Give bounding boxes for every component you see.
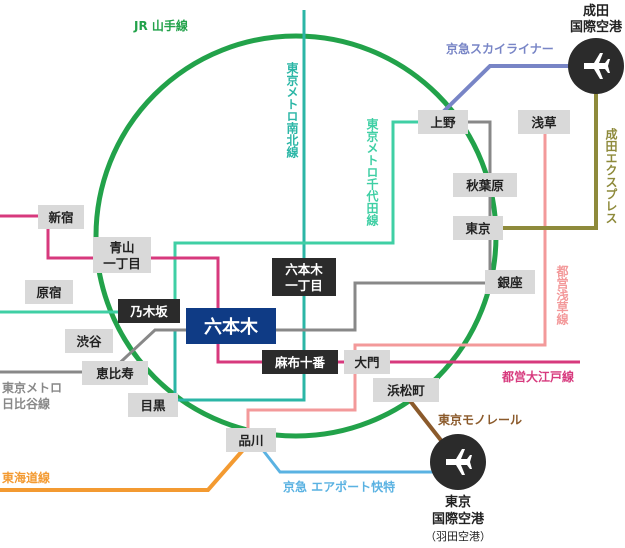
station-hamamatsucho[interactable]: 浜松町 <box>373 378 439 402</box>
station-shinjuku-label: 新宿 <box>48 210 73 225</box>
asakusa-line <box>246 120 547 440</box>
station-asakusa[interactable]: 浅草 <box>518 110 570 134</box>
station-meguro-label: 目黒 <box>140 398 166 413</box>
airplane-icon <box>584 53 610 79</box>
station-daimon-label: 大門 <box>354 355 379 370</box>
station-roppongi[interactable]: 六本木 <box>186 308 276 344</box>
haneda-label-1: 東京 <box>445 494 471 510</box>
station-akihabara-label: 秋葉原 <box>466 178 504 193</box>
station-aoyama-itchome[interactable]: 青山 一丁目 <box>93 237 151 273</box>
station-azabu-juban[interactable]: 麻布十番 <box>262 350 338 374</box>
station-roppongi-itchome-label-1: 六本木 <box>285 262 323 277</box>
skyliner-line <box>438 64 596 117</box>
station-nogizaka[interactable]: 乃木坂 <box>118 299 180 323</box>
station-daimon[interactable]: 大門 <box>344 350 390 374</box>
monorail-label: 東京モノレール <box>438 412 522 427</box>
station-ginza[interactable]: 銀座 <box>485 270 535 294</box>
narita-label-2: 国際空港 <box>570 19 623 35</box>
keikyu-line <box>253 439 440 474</box>
station-shinjuku[interactable]: 新宿 <box>38 205 84 229</box>
tokaido-label: 東海道線 <box>2 470 50 485</box>
station-ueno[interactable]: 上野 <box>418 110 468 134</box>
chiyoda-line <box>0 120 430 314</box>
station-azabu-juban-label: 麻布十番 <box>274 355 326 370</box>
station-nogizaka-label: 乃木坂 <box>129 304 168 319</box>
asakusa-label: 都営浅草線 <box>555 264 569 326</box>
station-asakusa-label: 浅草 <box>531 115 557 130</box>
tokaido-line <box>0 440 252 492</box>
station-shinagawa-label: 品川 <box>238 433 263 448</box>
station-ginza-label: 銀座 <box>496 275 523 290</box>
station-akihabara[interactable]: 秋葉原 <box>453 173 517 197</box>
station-ebisu-label: 恵比寿 <box>96 366 134 381</box>
station-tokyo[interactable]: 東京 <box>453 216 503 240</box>
station-aoyama-label-1: 青山 <box>109 240 134 255</box>
station-tokyo-label: 東京 <box>465 221 491 236</box>
hibiya-label-2: 日比谷線 <box>2 396 50 411</box>
haneda-label-2: 国際空港 <box>432 511 485 527</box>
chiyoda-label: 東京メトロ千代田線 <box>365 117 379 227</box>
station-shibuya-label: 渋谷 <box>76 334 102 349</box>
haneda-label-3: （羽田空港） <box>425 529 491 543</box>
yamanote-label: JR 山手線 <box>133 18 188 33</box>
keikyu-label: 京急 エアポート快特 <box>283 479 395 494</box>
station-harajuku[interactable]: 原宿 <box>25 280 73 304</box>
skyliner-label: 京急スカイライナー <box>446 41 554 56</box>
station-shibuya[interactable]: 渋谷 <box>65 329 113 353</box>
station-aoyama-label-2: 一丁目 <box>103 256 141 271</box>
station-harajuku-label: 原宿 <box>36 285 61 300</box>
narita-airport[interactable]: 成田 国際空港 <box>568 3 624 94</box>
namboku-label: 東京メトロ南北線 <box>285 61 299 159</box>
haneda-airport[interactable]: 東京 国際空港 （羽田空港） <box>425 434 491 543</box>
airplane-icon <box>446 449 472 475</box>
station-roppongi-itchome-label-2: 一丁目 <box>285 278 323 293</box>
station-shinagawa[interactable]: 品川 <box>226 428 276 452</box>
station-roppongi-label: 六本木 <box>204 316 259 338</box>
oedo-label: 都営大江戸線 <box>501 369 574 384</box>
narita-express-line <box>478 66 598 230</box>
station-roppongi-itchome[interactable]: 六本木 一丁目 <box>272 258 336 296</box>
station-ebisu[interactable]: 恵比寿 <box>82 361 148 385</box>
narita-express-label: 成田エクスプレス <box>604 127 618 224</box>
station-ueno-label: 上野 <box>430 115 456 130</box>
narita-label-1: 成田 <box>583 3 609 19</box>
station-meguro[interactable]: 目黒 <box>128 393 178 417</box>
hibiya-label-1: 東京メトロ <box>2 380 62 395</box>
station-hamamatsucho-label: 浜松町 <box>387 383 425 398</box>
